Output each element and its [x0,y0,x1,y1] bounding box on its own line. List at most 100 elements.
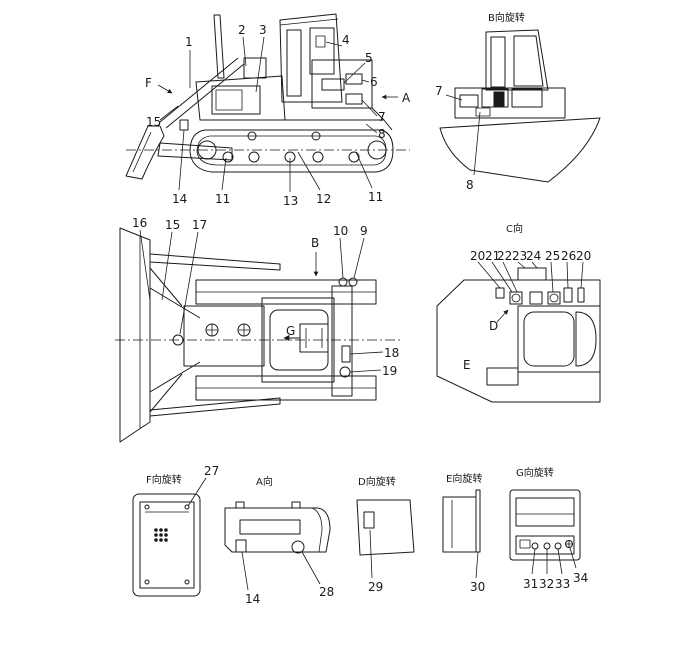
mount-point [144,504,150,510]
callout-3: 3 [259,23,267,37]
mount-point [144,579,150,585]
seat-cushion [523,311,575,367]
device-end-cap [311,507,323,553]
item-25-gauge [547,291,561,305]
callout-2: 2 [238,23,246,37]
callout-31: 31 [523,577,538,591]
panel-outer [132,493,201,597]
g-view-title: G向旋转 [516,466,554,479]
battery-box [481,88,509,108]
seat-lines [305,328,323,348]
view-marker-d: D [489,319,498,333]
view-marker-g: G [286,324,295,338]
d-view-title: D向旋转 [358,475,396,488]
callout-16: 16 [132,216,147,230]
b-view-title: B向旋转 [488,11,525,24]
item-e-box [486,367,519,386]
callout-20: 20 [470,249,485,263]
b-view-leaders [445,94,481,176]
console-label-plate [519,539,531,549]
device-body [224,507,331,553]
radiator-panel [211,85,261,115]
console-display [515,497,575,527]
vent-holes [154,528,168,542]
callout-23: 23 [512,249,527,263]
f-view-title: F向旋转 [146,473,182,486]
callout-9: 9 [360,224,368,238]
item-5-box [321,78,345,91]
view-marker-b: B [311,236,319,250]
console-outer [509,489,581,561]
engine-mark-cross [238,324,250,336]
g-view-leaders [531,547,577,575]
road-wheel [348,151,360,163]
cab-floor-outline [436,279,601,403]
item-4-box [315,35,326,48]
panel [356,499,415,556]
push-beam [157,142,233,161]
callout-12: 12 [316,192,331,206]
cab-roof [279,18,339,26]
body [454,87,566,119]
panel-inner [139,501,195,589]
cab-side-window [309,27,335,75]
callout-7: 7 [378,110,386,124]
rear-plate [331,285,353,397]
road-wheel [312,151,324,163]
blade [125,125,165,180]
device-window [239,519,301,535]
callout-17: 17 [192,218,207,232]
operator-seat [299,323,329,353]
blade [119,227,151,443]
callout-8: 8 [466,178,474,192]
rear-panel [511,88,543,108]
item-8-box [475,107,491,117]
device-bracket [291,501,301,509]
leader-29 [369,529,373,579]
mount-point [184,579,190,585]
e-view-title: E向旋转 [446,472,482,485]
cab [485,29,549,91]
item-7-box [345,93,363,105]
side-view-leaders [157,36,398,192]
side-view: 1 2 3 4 5 6 7 8 F 15 14 11 13 12 11 A [125,13,411,208]
leader-30 [475,551,479,579]
item-20-switch-right [577,287,585,303]
device-bracket [235,501,245,509]
view-marker-a: A [402,91,411,105]
b-view: B向旋转 7 8 [435,11,601,192]
callout-18: 18 [384,346,399,360]
panel [442,496,477,553]
item-28-cap [291,540,305,554]
item-31-knob [531,542,539,550]
callout-6: 6 [370,75,378,89]
item-7-box [459,94,479,108]
blade-edge [132,131,152,173]
fender-deck [200,107,393,131]
item-18-box [341,345,351,363]
cab-window-left [490,36,506,88]
item-21-gauge [509,291,523,305]
c-view-title: C向 [506,222,523,235]
seat-back [575,311,597,367]
callout-28: 28 [319,585,334,599]
item-34-knob-cross [565,540,573,548]
road-wheel [222,151,234,163]
f-view: F向旋转 27 [132,464,219,597]
cab [279,13,343,103]
engine-hood [195,75,286,121]
sprocket-wheel [367,140,387,160]
item-30-rod [475,489,481,553]
item-23-24-panel [517,267,547,281]
c-view: C向 20 21 22 23 24 25 26 2 [436,222,601,403]
callout-22: 22 [497,249,512,263]
e-view: E向旋转 30 [442,472,485,594]
a-view-leaders [241,551,321,591]
callout-7: 7 [435,84,443,98]
callout-20-right: 20 [576,249,591,263]
item-26-switch [563,287,573,303]
push-arm-top [149,253,281,271]
callout-34: 34 [573,571,588,585]
callout-19: 19 [382,364,397,378]
g-view: G向旋转 31 32 33 34 [509,466,588,591]
